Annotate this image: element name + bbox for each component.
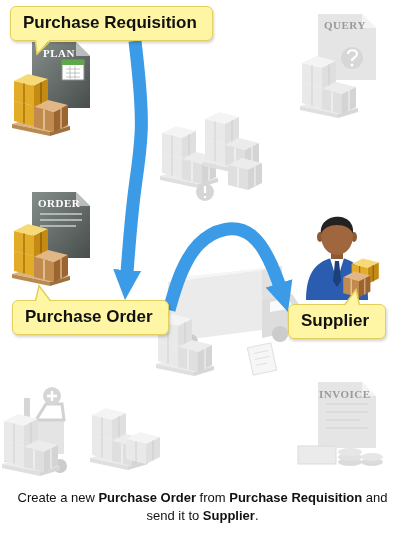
- callout-pointer: [35, 38, 53, 56]
- callout-pointer-edge: [36, 41, 51, 55]
- callout-box: Purchase Order: [12, 300, 169, 335]
- caption-segment: Purchase Requisition: [229, 490, 362, 505]
- calendar-icon: [62, 60, 84, 80]
- caption-block: Create a new Purchase Order from Purchas…: [0, 489, 405, 525]
- query-icon: [300, 14, 376, 118]
- document-label: INVOICE: [319, 388, 371, 401]
- document-label: QUERY: [324, 19, 366, 32]
- caption-segment: Create a new: [18, 490, 99, 505]
- document-label: PLAN: [43, 47, 75, 60]
- callout-text: Supplier: [301, 311, 373, 331]
- callout-pointer-fill: [35, 38, 51, 54]
- caption-segment: Purchase Order: [98, 490, 196, 505]
- plan-icon: [12, 42, 90, 136]
- callout-pointer-fill: [35, 285, 51, 303]
- invoice-icon: [298, 382, 383, 466]
- flow-arrow: [125, 41, 141, 300]
- forklift: [2, 387, 160, 476]
- callout-pointer-edge: [345, 290, 360, 305]
- caption-segment: Supplier: [203, 508, 255, 523]
- caption-text: Create a new Purchase Order from Purchas…: [8, 489, 398, 525]
- caption-segment: .: [255, 508, 259, 523]
- warehouse-pallets: [160, 112, 262, 201]
- flow-arrow: [169, 229, 288, 312]
- callout-pointer-fill: [344, 289, 360, 307]
- callout-pointer: [35, 285, 53, 303]
- callout-box: Purchase Requisition: [10, 6, 213, 41]
- callout-text: Purchase Order: [25, 307, 156, 327]
- order-icon: [12, 192, 90, 286]
- supplier-person: [306, 217, 379, 300]
- callout-box: Supplier: [288, 304, 386, 339]
- caption-segment: from: [196, 490, 229, 505]
- faded-icons: [2, 14, 383, 476]
- callout-pointer: [344, 289, 362, 307]
- callout-text: Purchase Requisition: [23, 13, 200, 33]
- callout-pointer-edge: [36, 286, 51, 301]
- document-label: ORDER: [38, 197, 80, 210]
